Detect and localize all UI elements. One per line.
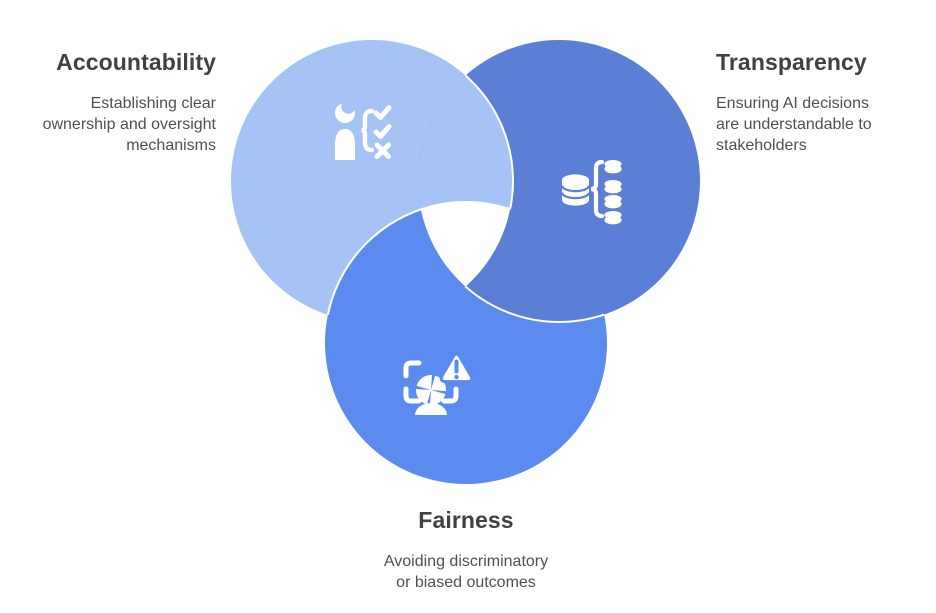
accountability-desc-line-3: mechanisms <box>126 137 216 154</box>
fairness-title: Fairness <box>418 507 514 533</box>
transparency-desc-line-3: stakeholders <box>716 137 807 154</box>
transparency-label-block: Transparency Ensuring AI decisions are u… <box>716 49 930 156</box>
accountability-label-block: Accountability Establishing clear owners… <box>8 49 216 156</box>
fairness-desc-line-2: or biased outcomes <box>396 574 536 591</box>
accountability-title: Accountability <box>56 49 216 75</box>
transparency-description: Ensuring AI decisions are understandable… <box>716 93 930 156</box>
transparency-desc-line-2: are understandable to <box>716 116 872 133</box>
fairness-label-block: Fairness Avoiding discriminatory or bias… <box>336 507 596 593</box>
transparency-desc-line-1: Ensuring AI decisions <box>716 95 869 112</box>
fairness-description: Avoiding discriminatory or biased outcom… <box>336 551 596 593</box>
fairness-desc-line-1: Avoiding discriminatory <box>383 553 549 570</box>
accountability-desc-line-2: ownership and oversight <box>42 116 216 133</box>
accountability-description: Establishing clear ownership and oversig… <box>8 93 216 156</box>
accountability-desc-line-1: Establishing clear <box>90 95 216 112</box>
transparency-title: Transparency <box>716 49 867 75</box>
